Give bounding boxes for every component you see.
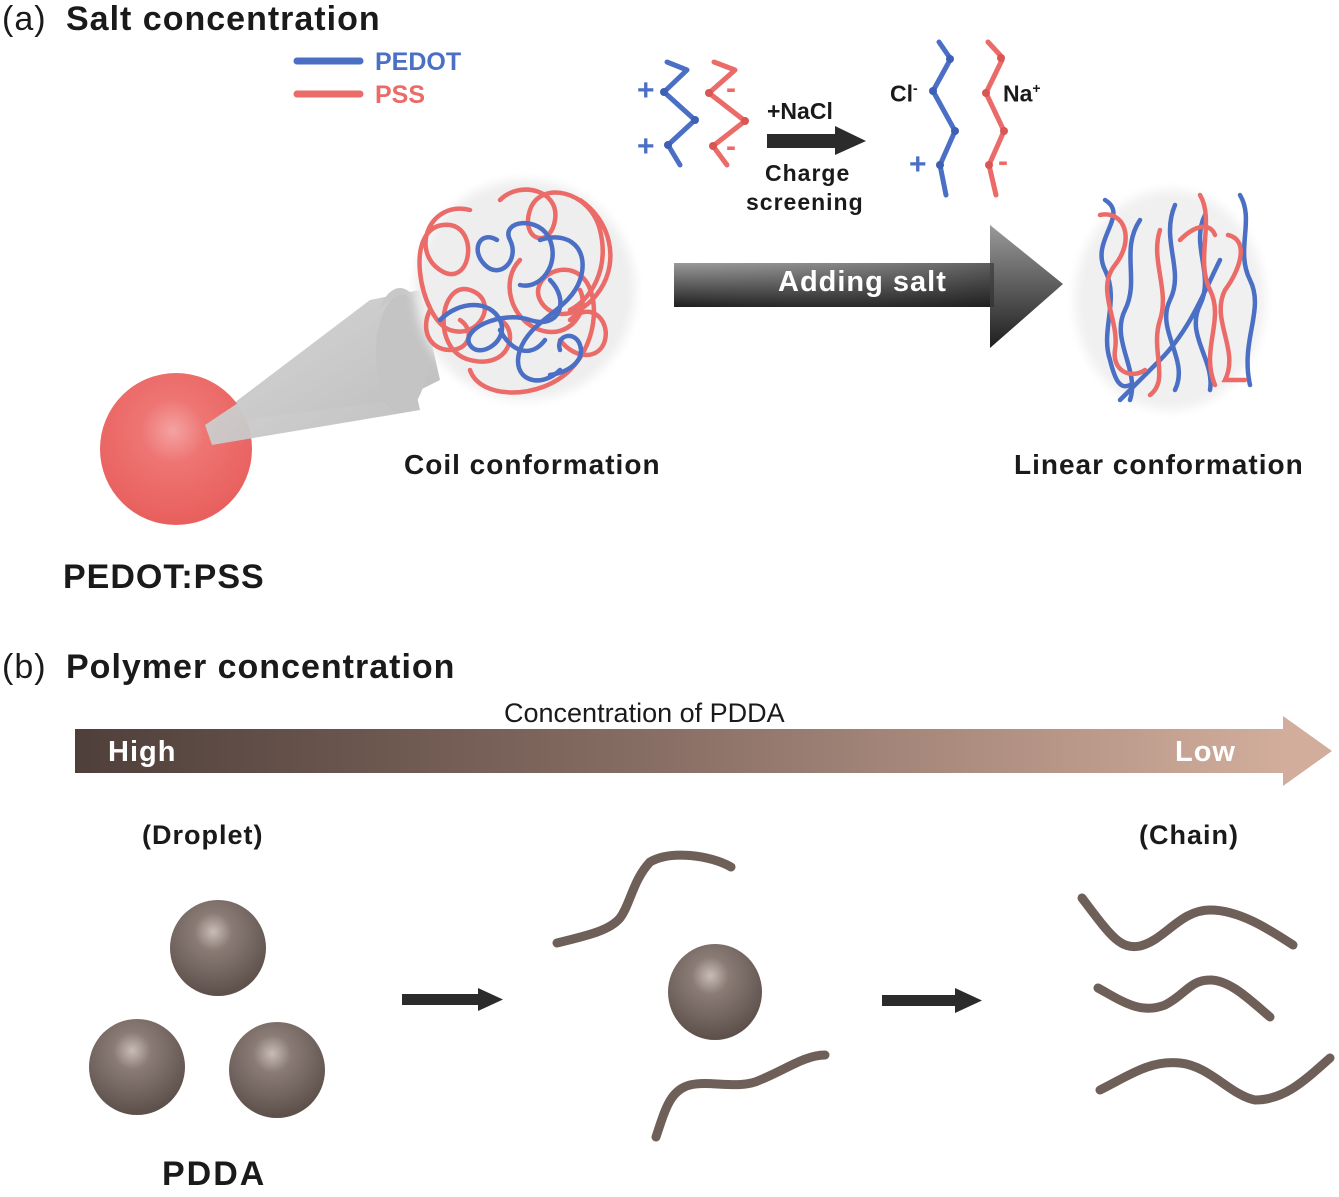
zoom-cone-rim [376, 295, 428, 411]
panel-a-title: Salt concentration [66, 0, 381, 38]
high-label: High [108, 736, 177, 768]
pedot-pss-sphere [100, 373, 252, 525]
charge-minus-right: - [998, 145, 1008, 178]
adding-salt-label: Adding salt [778, 266, 947, 298]
pdda-droplet-left [89, 1019, 185, 1115]
charge-plus-right: + [909, 148, 927, 181]
charge-screening-line2: screening [746, 189, 864, 215]
charge-plus-top: + [637, 74, 655, 107]
coil-conformation-label: Coil conformation [404, 449, 661, 480]
pdda-concentration-arrow [75, 716, 1332, 786]
coil-conformation-pedot [437, 220, 585, 383]
chloride-ion-symbol: Cl [890, 80, 913, 107]
linear-conformation-label: Linear conformation [1014, 449, 1304, 480]
charge-plus-bottom: + [637, 130, 655, 163]
linear-conformation-pss [1097, 192, 1248, 398]
nacl-label: +NaCl [767, 98, 833, 124]
adding-salt-arrow [674, 225, 1063, 348]
charge-minus-top: - [726, 72, 736, 105]
pdda-label: PDDA [162, 1155, 267, 1193]
panel-b-title: Polymer concentration [66, 648, 456, 686]
chain-beads-after [929, 54, 1008, 169]
chloride-ion-charge: - [913, 80, 918, 96]
pedot-pss-label: PEDOT:PSS [63, 558, 265, 596]
sodium-ion-label: Na+ [1003, 80, 1041, 108]
charge-minus-bottom: - [726, 130, 736, 163]
coil-conformation-pss [417, 187, 613, 395]
pdda-gradient-title: Concentration of PDDA [504, 698, 785, 728]
nacl-reaction-arrow [767, 126, 866, 155]
zoom-cone-tip [205, 298, 420, 445]
sodium-ion-charge: + [1032, 80, 1041, 96]
pdda-chains-mid [552, 850, 830, 1142]
pdda-droplet-mid [668, 944, 762, 1040]
legend-pss-label: PSS [375, 81, 426, 109]
transition-arrow-1 [402, 988, 503, 1011]
pdda-droplet-right [229, 1022, 325, 1118]
pdda-chains-right [1077, 893, 1335, 1105]
legend-pedot-label: PEDOT [375, 48, 462, 76]
chloride-ion-label: Cl- [890, 80, 918, 108]
pedot-chain-after [930, 39, 958, 198]
pedot-chain-before [661, 59, 698, 168]
panel-a-label: (a) [2, 0, 47, 38]
chain-label: (Chain) [1139, 820, 1239, 850]
transition-arrow-2 [882, 988, 982, 1013]
panel-b-label: (b) [2, 648, 47, 686]
low-label: Low [1175, 736, 1236, 768]
sodium-ion-symbol: Na [1003, 80, 1033, 107]
chain-beads-before [660, 88, 749, 150]
droplet-label: (Droplet) [142, 820, 264, 850]
charge-screening-line1: Charge [765, 160, 851, 186]
pdda-droplet-top [170, 900, 266, 996]
